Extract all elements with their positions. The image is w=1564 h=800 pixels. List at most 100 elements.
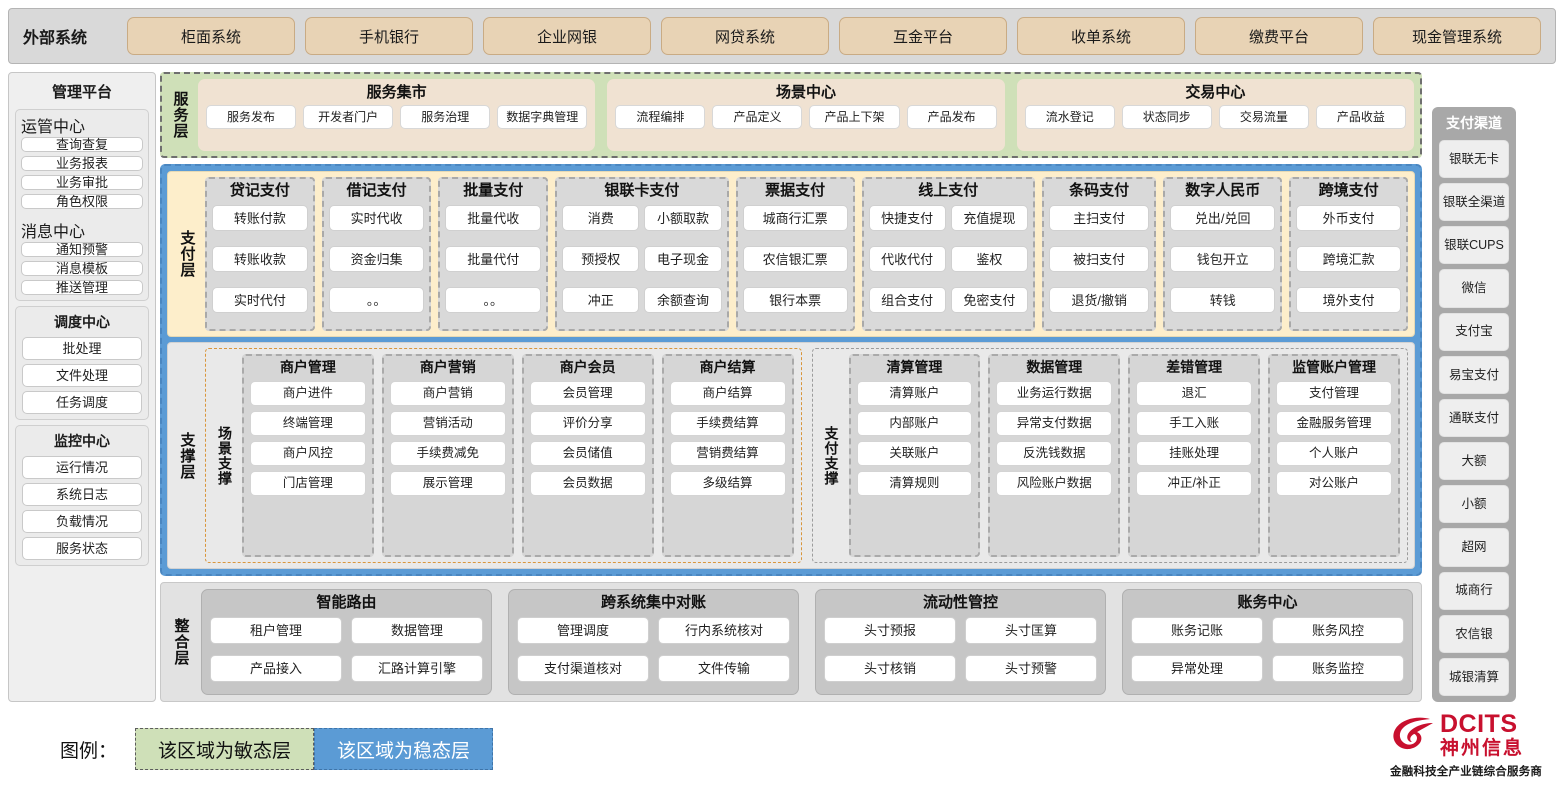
support-item[interactable]: 风险账户数据: [996, 471, 1113, 496]
integration-item[interactable]: 异常处理: [1131, 654, 1263, 682]
management-item[interactable]: 系统日志: [22, 483, 142, 506]
management-item[interactable]: 通知预警: [21, 242, 143, 257]
support-item[interactable]: 营销活动: [389, 411, 506, 436]
external-system-item[interactable]: 互金平台: [839, 17, 1007, 55]
support-item[interactable]: 挂账处理: [1136, 441, 1253, 466]
payment-item[interactable]: 小额取款: [644, 205, 722, 231]
payment-channel-item[interactable]: 银联全渠道: [1439, 183, 1509, 222]
service-item[interactable]: 流水登记: [1024, 105, 1115, 129]
service-item[interactable]: 状态同步: [1121, 105, 1212, 129]
payment-item[interactable]: 退货/撤销: [1049, 287, 1150, 313]
payment-item[interactable]: 组合支付: [868, 287, 946, 313]
service-item[interactable]: 产品定义: [712, 105, 803, 129]
management-item[interactable]: 负载情况: [22, 510, 142, 533]
service-item[interactable]: 服务发布: [206, 105, 297, 129]
service-item[interactable]: 开发者门户: [303, 105, 394, 129]
management-item[interactable]: 消息模板: [21, 261, 143, 276]
support-item[interactable]: 会员数据: [529, 471, 646, 496]
integration-item[interactable]: 管理调度: [517, 617, 649, 644]
integration-item[interactable]: 租户管理: [210, 617, 342, 644]
management-item[interactable]: 批处理: [22, 337, 142, 360]
payment-item[interactable]: 批量代收: [445, 205, 542, 231]
payment-item[interactable]: 预授权: [562, 246, 640, 272]
payment-item[interactable]: 实时代付: [212, 287, 308, 313]
management-item[interactable]: 业务报表: [21, 156, 143, 171]
payment-item[interactable]: 免密支付: [950, 287, 1029, 313]
management-item[interactable]: 业务审批: [21, 175, 143, 190]
payment-item[interactable]: 电子现金: [644, 246, 722, 272]
support-item[interactable]: 商户营销: [389, 381, 506, 406]
integration-item[interactable]: 头寸核销: [824, 654, 956, 682]
integration-item[interactable]: 汇路计算引擎: [351, 654, 483, 682]
payment-channel-item[interactable]: 通联支付: [1439, 398, 1509, 438]
payment-item[interactable]: 外币支付: [1296, 205, 1401, 231]
payment-item[interactable]: 被扫支付: [1049, 246, 1150, 272]
payment-item[interactable]: 主扫支付: [1049, 205, 1150, 231]
integration-item[interactable]: 数据管理: [351, 617, 483, 644]
payment-item[interactable]: 消费: [562, 205, 640, 231]
payment-item[interactable]: 。。: [328, 287, 425, 313]
service-item[interactable]: 产品上下架: [809, 105, 900, 129]
integration-item[interactable]: 行内系统核对: [658, 617, 790, 644]
support-item[interactable]: 终端管理: [250, 411, 366, 436]
payment-item[interactable]: 实时代收: [328, 205, 425, 231]
payment-item[interactable]: 批量代付: [445, 246, 542, 272]
support-item[interactable]: 展示管理: [389, 471, 506, 496]
payment-channel-item[interactable]: 易宝支付: [1439, 355, 1509, 394]
payment-item[interactable]: 农信银汇票: [742, 246, 848, 272]
external-system-item[interactable]: 缴费平台: [1195, 17, 1363, 55]
service-item[interactable]: 数据字典管理: [497, 105, 588, 129]
integration-item[interactable]: 文件传输: [658, 654, 790, 682]
payment-channel-item[interactable]: 小额: [1439, 485, 1509, 524]
integration-item[interactable]: 头寸预报: [824, 617, 956, 644]
support-item[interactable]: 手工入账: [1136, 411, 1253, 436]
payment-item[interactable]: 转账收款: [212, 246, 308, 272]
support-item[interactable]: 门店管理: [250, 471, 366, 496]
service-item[interactable]: 服务治理: [400, 105, 491, 129]
support-item[interactable]: 反洗钱数据: [996, 441, 1113, 466]
management-item[interactable]: 服务状态: [22, 537, 142, 560]
support-item[interactable]: 个人账户: [1276, 441, 1392, 466]
payment-item[interactable]: 代收代付: [868, 246, 946, 272]
support-item[interactable]: 商户结算: [669, 381, 786, 406]
payment-channel-item[interactable]: 银联CUPS: [1439, 226, 1509, 265]
payment-channel-item[interactable]: 大额: [1439, 442, 1509, 481]
payment-item[interactable]: 。。: [445, 287, 542, 313]
integration-item[interactable]: 产品接入: [210, 654, 342, 682]
support-item[interactable]: 支付管理: [1276, 381, 1392, 406]
support-item[interactable]: 对公账户: [1276, 471, 1392, 496]
support-item[interactable]: 金融服务管理: [1276, 411, 1392, 436]
external-system-item[interactable]: 柜面系统: [127, 17, 295, 55]
payment-item[interactable]: 转账付款: [212, 205, 308, 231]
external-system-item[interactable]: 网贷系统: [661, 17, 829, 55]
support-item[interactable]: 商户进件: [250, 381, 366, 406]
support-item[interactable]: 内部账户: [856, 411, 973, 436]
management-item[interactable]: 查询查复: [21, 137, 143, 152]
service-item[interactable]: 产品发布: [906, 105, 997, 129]
external-system-item[interactable]: 收单系统: [1017, 17, 1185, 55]
service-item[interactable]: 交易流量: [1218, 105, 1309, 129]
payment-item[interactable]: 银行本票: [742, 287, 848, 313]
external-system-item[interactable]: 现金管理系统: [1373, 17, 1541, 55]
service-item[interactable]: 产品收益: [1315, 105, 1406, 129]
payment-channel-item[interactable]: 支付宝: [1439, 312, 1509, 351]
support-item[interactable]: 清算账户: [856, 381, 973, 406]
integration-item[interactable]: 账务监控: [1272, 654, 1404, 682]
external-system-item[interactable]: 手机银行: [305, 17, 473, 55]
integration-item[interactable]: 头寸匡算: [965, 617, 1097, 644]
management-item[interactable]: 文件处理: [22, 364, 142, 387]
service-item[interactable]: 流程编排: [615, 105, 706, 129]
payment-item[interactable]: 资金归集: [328, 246, 425, 272]
support-item[interactable]: 关联账户: [856, 441, 973, 466]
management-item[interactable]: 角色权限: [21, 194, 143, 209]
support-item[interactable]: 手续费结算: [669, 411, 786, 436]
payment-item[interactable]: 转钱: [1170, 287, 1276, 313]
payment-item[interactable]: 钱包开立: [1170, 246, 1276, 272]
support-item[interactable]: 冲正/补正: [1136, 471, 1253, 496]
support-item[interactable]: 评价分享: [529, 411, 646, 436]
support-item[interactable]: 营销费结算: [669, 441, 786, 466]
management-item[interactable]: 任务调度: [22, 391, 142, 414]
payment-item[interactable]: 充值提现: [950, 205, 1029, 231]
payment-item[interactable]: 城商行汇票: [742, 205, 848, 231]
support-item[interactable]: 业务运行数据: [996, 381, 1113, 406]
